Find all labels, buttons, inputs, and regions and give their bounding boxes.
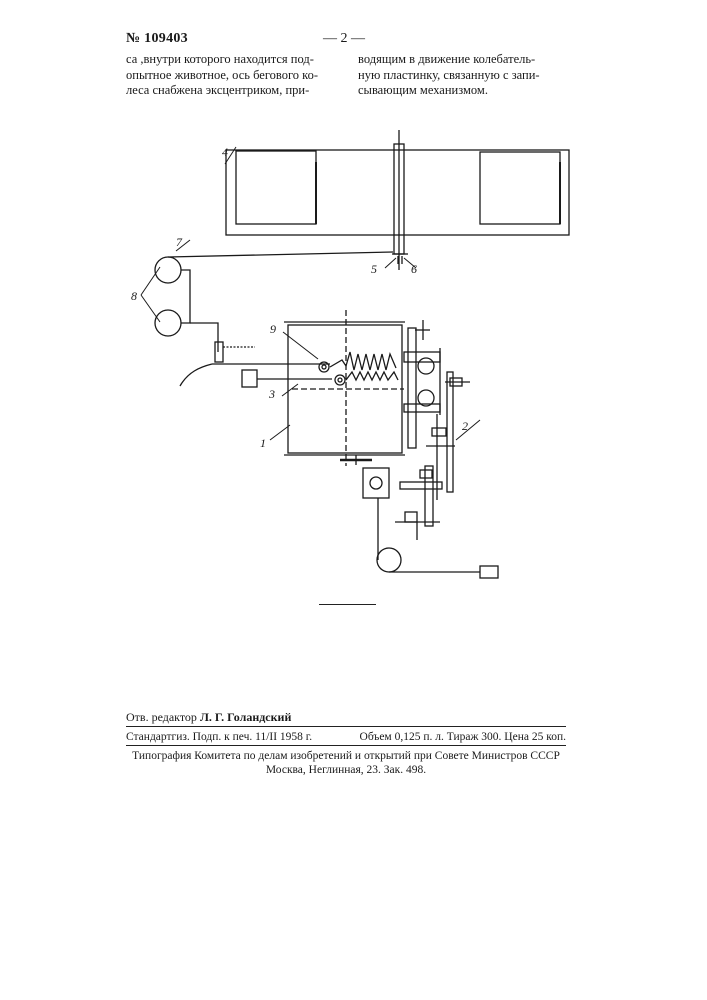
part-label-3: 3 xyxy=(268,387,275,401)
printer-info: Типография Комитета по делам изобретений… xyxy=(126,749,566,777)
part-label-4: 4 xyxy=(222,145,228,159)
part-label-1: 1 xyxy=(260,436,266,450)
cable-line xyxy=(168,252,393,257)
editor-name: Л. Г. Голандский xyxy=(200,710,291,724)
imprint-right: Объем 0,125 п. л. Тираж 300. Цена 25 коп… xyxy=(360,731,566,743)
part-label-9: 9 xyxy=(270,322,276,336)
leader-lines xyxy=(141,147,480,440)
upper-pulley xyxy=(155,257,181,283)
part-label-5: 5 xyxy=(371,262,377,276)
recording-panel xyxy=(226,150,569,235)
part-label-6: 6 xyxy=(411,262,417,276)
printer-line-2: Москва, Неглинная, 23. Зак. 498. xyxy=(126,763,566,777)
lower-pulley xyxy=(155,310,181,336)
part-label-2: 2 xyxy=(462,419,468,433)
printer-line-1: Типография Комитета по делам изобретений… xyxy=(126,749,566,763)
counterweight-block xyxy=(242,370,257,387)
part-label-7: 7 xyxy=(176,235,183,249)
editor-prefix: Отв. редактор xyxy=(126,710,197,724)
imprint-left: Стандартгиз. Подп. к печ. 11/II 1958 г. xyxy=(126,731,312,743)
part-label-8: 8 xyxy=(131,289,137,303)
footer-rule-bottom xyxy=(126,745,566,746)
eccentric-assembly xyxy=(340,455,498,578)
recording-drum xyxy=(392,130,408,270)
lever-arm xyxy=(215,342,223,362)
footer-rule-top xyxy=(126,726,566,727)
imprint-line: Стандартгиз. Подп. к печ. 11/II 1958 г. … xyxy=(126,731,566,743)
editor-line: Отв. редактор Л. Г. Голандский xyxy=(126,710,291,725)
gear-train xyxy=(395,320,470,540)
treadmill-wheel xyxy=(284,310,405,466)
section-divider xyxy=(319,604,376,605)
